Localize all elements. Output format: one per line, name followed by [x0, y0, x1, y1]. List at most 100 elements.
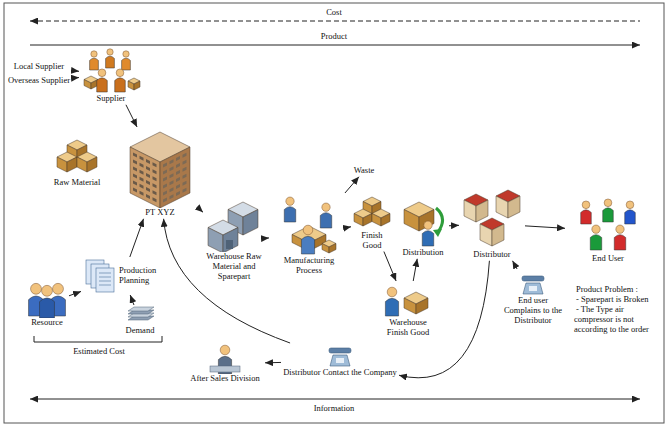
icon-shape [183, 160, 187, 165]
icon-shape [329, 244, 336, 254]
icon-shape [480, 224, 492, 246]
icon-shape [522, 276, 544, 281]
icon-shape [170, 166, 174, 171]
icon-shape [153, 162, 157, 167]
flow-arrow [130, 295, 134, 305]
label-box: Information [290, 403, 378, 413]
icon-shape [163, 191, 167, 196]
icon-shape [381, 214, 390, 227]
icon-shape [122, 58, 131, 70]
icon-shape [170, 173, 174, 178]
warehouse-icon [204, 200, 264, 252]
truck-icon [398, 196, 448, 248]
flow-node: End User [566, 198, 650, 264]
flow-arrow [71, 70, 79, 72]
flow-node: Overseas Supplier [4, 76, 74, 86]
icon-shape [163, 184, 167, 189]
icon-shape [116, 69, 124, 77]
icon-shape [134, 81, 140, 90]
flow-arrow [384, 252, 396, 281]
docs-icon [82, 258, 116, 294]
flow-node: Distributor Contact the Company [282, 344, 398, 378]
icon-shape [322, 244, 329, 254]
icon-shape [176, 177, 180, 182]
flow-node: Demand [120, 306, 160, 336]
icon-shape [115, 78, 126, 92]
icon-shape [183, 167, 187, 172]
icon-shape [436, 208, 443, 232]
icon-shape [153, 190, 157, 195]
icon-shape [99, 285, 111, 286]
flow-node: Warehouse Raw Material and Sparepart [204, 200, 264, 281]
icon-shape [354, 214, 363, 227]
node-label: Production Planning [118, 266, 164, 286]
workers-icon [270, 194, 348, 256]
node-label: End user Complains to the Distributor [498, 296, 568, 325]
node-label: Waste [353, 166, 376, 176]
icon-shape [133, 167, 137, 172]
icon-shape [170, 159, 174, 164]
boxes-icon [52, 138, 102, 178]
flow-arrow [201, 210, 203, 212]
icon-shape [84, 80, 91, 90]
icon-shape [626, 201, 634, 209]
icon-shape [140, 163, 144, 168]
icon-shape [387, 287, 397, 297]
icon-shape [90, 58, 99, 70]
flow-arrow [349, 226, 351, 227]
icon-shape [146, 173, 150, 178]
icon-shape [87, 157, 97, 172]
icon-shape [604, 199, 612, 207]
icon-shape [140, 177, 144, 182]
icon-shape [582, 201, 590, 209]
frame [4, 3, 664, 423]
node-label: Distributor [472, 250, 511, 260]
icon-shape [320, 213, 331, 228]
icon-shape [160, 147, 190, 208]
icon-shape [404, 298, 416, 314]
icon-shape [99, 273, 111, 274]
flow-arrow [345, 177, 359, 193]
icon-shape [98, 69, 106, 77]
icon-shape [301, 236, 314, 254]
icon-shape [616, 225, 624, 233]
icon-shape [133, 174, 137, 179]
icon-shape [183, 174, 187, 179]
node-label: Distribution [401, 248, 444, 258]
icon-shape [416, 298, 428, 314]
building-icon [120, 128, 200, 208]
deskman-icon [186, 344, 264, 374]
icon-shape [176, 163, 180, 168]
icon-shape [153, 183, 157, 188]
icon-shape [330, 355, 350, 366]
information-arrow [30, 399, 640, 400]
icon-shape [592, 225, 600, 233]
label-box: Product Problem : [574, 284, 662, 294]
flow-arrow [513, 261, 518, 269]
icon-shape [496, 196, 508, 218]
icon-shape [464, 200, 476, 222]
icon-shape [422, 231, 433, 246]
flow-node: After Sales Division [186, 344, 264, 384]
icon-shape [53, 283, 64, 294]
node-label: Supplier [96, 94, 127, 104]
icon-shape [140, 191, 144, 196]
icon-shape [329, 348, 351, 353]
icon-shape [492, 224, 504, 246]
icon-shape [163, 170, 167, 175]
users-icon [566, 198, 650, 254]
flow-node: End user Complains to the Distributor [498, 270, 568, 325]
label-box: Product [300, 31, 368, 41]
text-label: Cost [324, 7, 344, 17]
icon-shape [106, 56, 115, 68]
icon-shape [96, 268, 114, 292]
shops-icon [460, 188, 524, 250]
icon-shape [153, 176, 157, 181]
icon-shape [146, 159, 150, 164]
stack-icon [120, 306, 160, 326]
icon-shape [146, 187, 150, 192]
icon-shape [508, 196, 520, 218]
icon-shape [153, 197, 157, 202]
node-label: Finish Good [352, 231, 392, 251]
